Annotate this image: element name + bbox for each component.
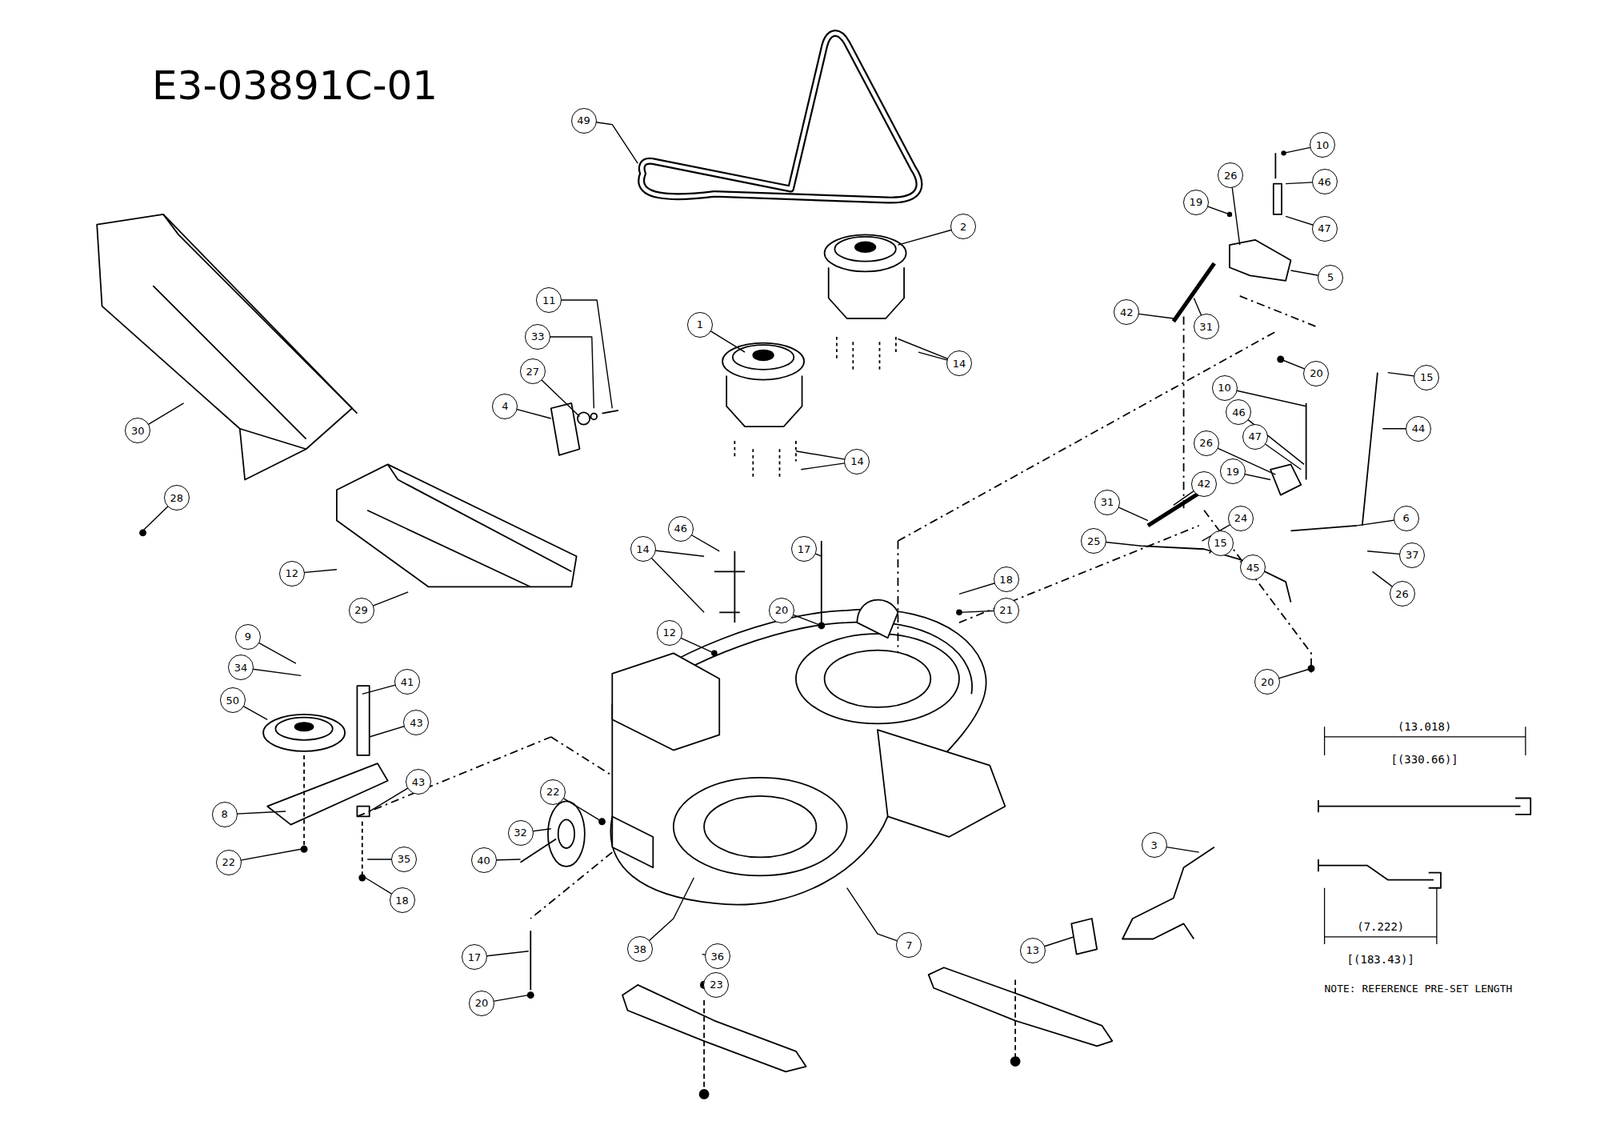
callout-number: 25 <box>1080 528 1107 554</box>
callout-number: 17 <box>461 944 488 970</box>
callout-number: 18 <box>389 887 416 913</box>
callout-number: 8 <box>212 801 238 828</box>
callout-number: 15 <box>1413 364 1440 391</box>
callout-number: 12 <box>279 560 305 587</box>
callout-number: 36 <box>704 943 731 969</box>
callout-number: 49 <box>571 108 597 134</box>
callout-number: 1 <box>687 312 713 338</box>
callout-number: 13 <box>1020 937 1046 964</box>
callout-number: 46 <box>668 516 694 542</box>
callout-number: 17 <box>791 536 817 562</box>
callout-number: 20 <box>1303 360 1329 387</box>
callout-number: 20 <box>768 597 795 624</box>
callout-number: 46 <box>1312 168 1338 195</box>
callout-number: 29 <box>348 597 375 624</box>
callout-number: 44 <box>1405 416 1432 442</box>
callout-number: 32 <box>508 820 534 846</box>
callout-number: 24 <box>1228 505 1254 532</box>
callout-number: 20 <box>1254 668 1280 695</box>
callout-number: 38 <box>627 936 653 962</box>
callout-number: 26 <box>1193 430 1220 456</box>
callout-number: 45 <box>1240 554 1266 580</box>
callout-number: 26 <box>1389 580 1416 607</box>
callout-number: 33 <box>524 324 551 350</box>
dimension-text: [(183.43)] <box>1344 952 1417 966</box>
callout-number: 7 <box>896 932 922 958</box>
dimension-text: (13.018) <box>1395 720 1454 733</box>
callout-number: 22 <box>540 779 566 805</box>
callout-number: 14 <box>946 350 972 376</box>
callout-number: 19 <box>1183 189 1209 216</box>
callout-number: 27 <box>520 358 546 384</box>
callout-number: 35 <box>391 846 417 872</box>
callout-number: 19 <box>1220 458 1246 484</box>
callout-number: 43 <box>403 709 429 736</box>
callout-number: 42 <box>1113 299 1140 325</box>
callout-number: 34 <box>228 654 254 680</box>
callout-number: 2 <box>950 213 976 240</box>
callout-number: 12 <box>656 620 683 646</box>
callout-number: 5 <box>1317 264 1344 291</box>
callout-number: 10 <box>1212 375 1238 401</box>
diagram-title: E3-03891C-01 <box>152 62 438 109</box>
callout-number: 4 <box>492 393 518 420</box>
callout-number: 21 <box>993 597 1020 624</box>
callout-number: 37 <box>1399 542 1425 568</box>
callout-number: 11 <box>536 287 562 313</box>
callout-number: 23 <box>703 972 729 998</box>
callout-number: 3 <box>1141 832 1168 858</box>
callout-number: 22 <box>216 849 242 876</box>
callout-number: 20 <box>468 990 495 1016</box>
callout-number: 47 <box>1312 216 1338 242</box>
callout-number: 18 <box>993 566 1020 592</box>
callout-number: 47 <box>1242 424 1268 450</box>
callout-number: 10 <box>1309 132 1336 158</box>
callout-number: 14 <box>844 448 870 475</box>
note-text: NOTE: REFERENCE PRE-SET LENGTH <box>1323 981 1515 994</box>
callout-number: 40 <box>471 847 497 873</box>
callout-number: 9 <box>235 624 261 650</box>
callout-number: 15 <box>1208 530 1234 556</box>
callout-number: 46 <box>1225 399 1252 425</box>
dimension-text: (7.222) <box>1354 920 1407 933</box>
callout-number: 6 <box>1393 505 1420 532</box>
callout-number: 42 <box>1191 471 1217 497</box>
callout-number: 31 <box>1094 489 1120 516</box>
callout-number: 50 <box>220 687 246 713</box>
callout-number: 28 <box>164 484 190 511</box>
dimension-text: [(330.66)] <box>1388 752 1460 766</box>
callout-number: 41 <box>394 668 420 695</box>
callout-number: 26 <box>1217 162 1244 188</box>
callout-number: 43 <box>405 768 432 795</box>
callout-number: 30 <box>124 417 151 444</box>
callout-number: 14 <box>630 536 656 562</box>
callout-number: 31 <box>1193 313 1220 340</box>
